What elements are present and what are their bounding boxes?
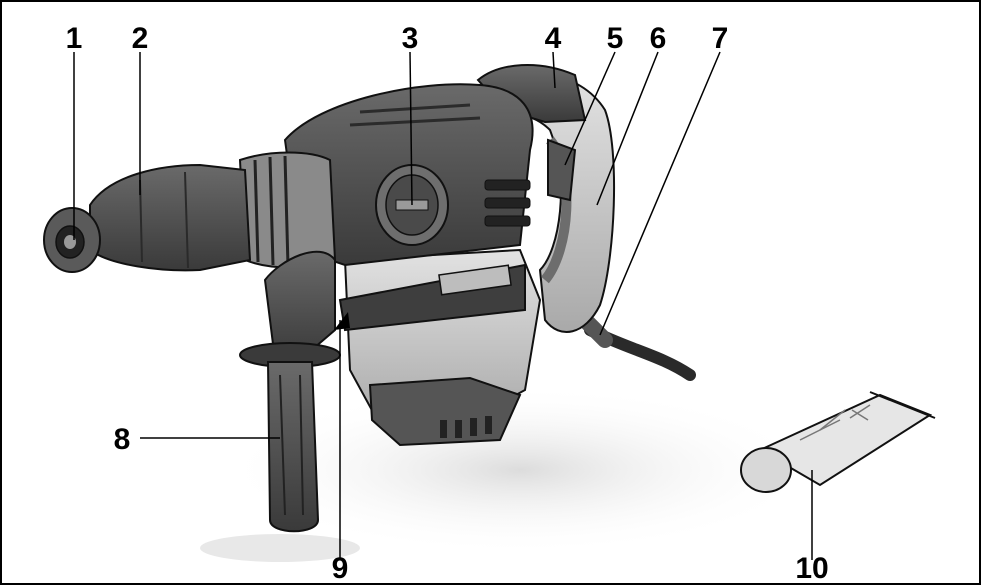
housing-ribs [349,103,481,127]
callout-7: 7 [712,22,729,55]
rear-handle [468,73,616,333]
callout-9-arrow [334,312,350,330]
callout-8: 8 [114,423,131,456]
callout-3: 3 [402,22,419,55]
callout-9: 9 [332,552,349,585]
leader-lines [73,51,813,560]
floor-shadow [220,385,820,555]
motor-base [368,376,522,447]
auxiliary-handle [266,361,320,533]
callout-10: 10 [795,552,828,585]
callout-1: 1 [66,22,83,55]
callout-6: 6 [650,22,667,55]
tool-holder [89,163,252,272]
on-off-switch [547,138,577,202]
callout-2: 2 [132,22,149,55]
auxiliary-handle-bracket [263,250,336,361]
grease-tube [740,391,936,493]
callout-5: 5 [607,22,624,55]
side-slots [484,179,531,227]
handle-shadow [200,534,360,562]
callout-4: 4 [545,22,562,55]
vent-slots [440,416,492,438]
